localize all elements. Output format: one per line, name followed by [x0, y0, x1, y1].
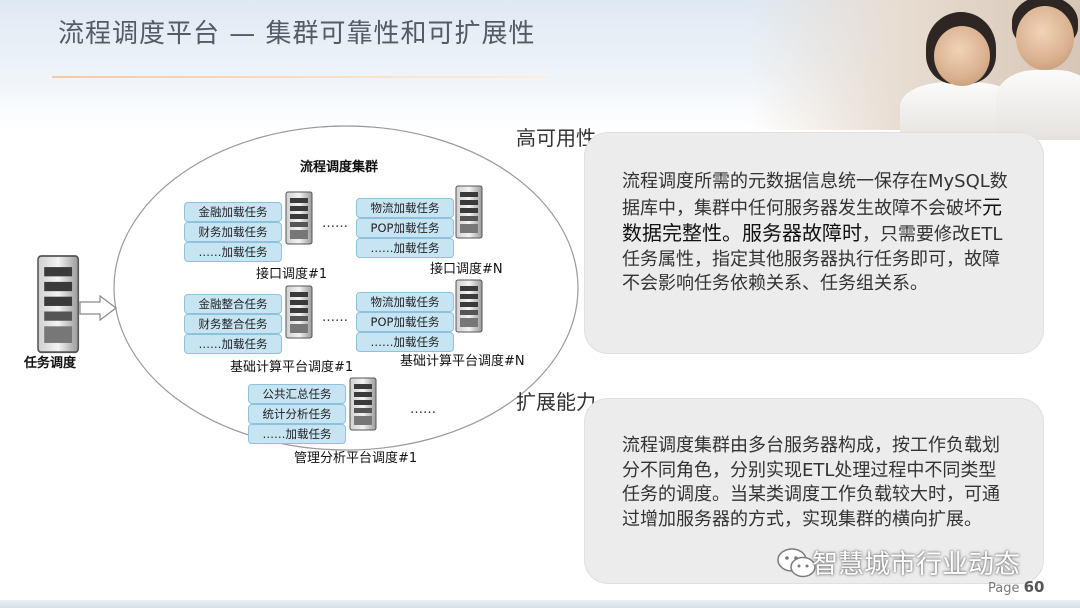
task-pill: POP加载任务 — [356, 218, 454, 238]
page-value: 60 — [1023, 578, 1045, 596]
photo-face-right — [1016, 6, 1074, 70]
server-icon-1 — [285, 191, 313, 245]
arrow-icon — [79, 294, 117, 322]
task-pill: 公共汇总任务 — [248, 384, 346, 404]
availability-text-emphasis: 元数据完整性。服务器故障时 — [622, 194, 1002, 246]
availability-label: 高可用性 — [516, 126, 596, 150]
availability-panel — [584, 132, 1044, 354]
group-label: 管理分析平台调度#1 — [294, 451, 418, 466]
photo-face-left — [934, 26, 990, 86]
task-pill: ……加载任务 — [356, 238, 454, 258]
header-photo — [750, 0, 1080, 142]
server-icon-2 — [455, 185, 483, 239]
group-label: 基础计算平台调度#1 — [230, 360, 354, 375]
task-pill: 物流加载任务 — [356, 292, 454, 312]
group-label: 接口调度#N — [430, 262, 503, 277]
wechat-icon — [777, 548, 816, 578]
watermark-text: 智慧城市行业动态 — [812, 550, 1021, 580]
server-icon-3 — [285, 285, 313, 339]
task-pill: 物流加载任务 — [356, 198, 454, 218]
task-pill: 财务整合任务 — [184, 314, 282, 334]
availability-text: 流程调度所需的元数据信息统一保存在MySQL数据库中，集群中任何服务器发生故障不… — [622, 170, 1014, 297]
page-prefix: Page — [988, 581, 1020, 596]
task-pill: 统计分析任务 — [248, 404, 346, 424]
group-label: 接口调度#1 — [256, 267, 328, 282]
cluster-diagram: 流程调度集群 任务调度 金融加载任务 财务加载任务 ……加载任务 接口调度#1 … — [0, 120, 600, 600]
task-pill: ……加载任务 — [184, 242, 282, 262]
page-number: Page 60 — [988, 578, 1045, 596]
task-pill: ……加载任务 — [184, 334, 282, 354]
server-icon-5 — [349, 377, 377, 431]
task-pill: 金融加载任务 — [184, 202, 282, 222]
scheduler-label: 任务调度 — [24, 356, 77, 371]
footer-bar — [0, 600, 1080, 608]
scalability-text: 流程调度集群由多台服务器构成，按工作负载划分不同角色，分别实现ETL处理过程中不… — [622, 435, 1000, 530]
availability-text-part-1: 流程调度所需的元数据信息统一保存在MySQL数据库中，集群中任何服务器发生故障不… — [622, 171, 1008, 219]
task-pill: 金融整合任务 — [184, 294, 282, 314]
availability-text-part-3: ，只需要修改ETL任务属性，指定其他服务器执行任务即可，故障不会影响任务依赖关系… — [622, 224, 1003, 294]
task-pill: ……加载任务 — [248, 424, 346, 444]
group-label: 基础计算平台调度#N — [400, 354, 525, 369]
title-underline — [52, 76, 546, 78]
server-icon-4 — [455, 279, 483, 333]
ellipsis: …… — [410, 402, 436, 417]
scalability-label: 扩展能力 — [516, 390, 596, 414]
scheduler-server-icon — [37, 255, 80, 354]
ellipsis: …… — [322, 310, 348, 325]
scalability-panel — [584, 398, 1044, 584]
cluster-title: 流程调度集群 — [300, 160, 379, 175]
slide-title: 流程调度平台 — 集群可靠性和可扩展性 — [58, 19, 536, 49]
photo-shirt-right — [996, 70, 1080, 140]
task-pill: ……加载任务 — [356, 332, 454, 352]
ellipsis: …… — [322, 216, 348, 231]
task-pill: POP加载任务 — [356, 312, 454, 332]
task-pill: 财务加载任务 — [184, 222, 282, 242]
